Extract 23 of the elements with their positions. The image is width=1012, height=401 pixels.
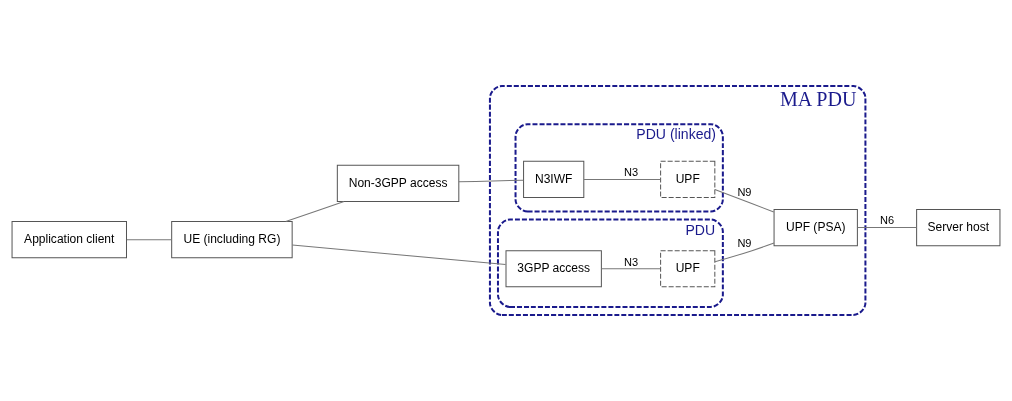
connector xyxy=(285,201,345,223)
edge-label: N3 xyxy=(623,255,639,268)
connector xyxy=(601,268,661,270)
connector xyxy=(583,178,661,180)
connector xyxy=(857,227,917,229)
edge-label: N9 xyxy=(737,186,752,199)
node-box: 3GPP access xyxy=(505,250,602,288)
node-box: Non-3GPP access xyxy=(336,164,460,202)
node-box: UPF xyxy=(660,160,716,198)
node-box: Server host xyxy=(916,209,1001,247)
connector xyxy=(714,242,775,263)
edge-label: N6 xyxy=(879,214,895,227)
node-box: N3IWF xyxy=(523,160,585,198)
edge-label: N3 xyxy=(623,166,639,179)
connector xyxy=(458,179,524,183)
node-box: UE (including RG) xyxy=(171,221,293,259)
connector xyxy=(291,244,507,265)
connector xyxy=(126,239,173,241)
node-box: Application client xyxy=(11,221,127,259)
node-box: UPF (PSA) xyxy=(773,209,858,247)
connector xyxy=(714,188,775,213)
node-box: UPF xyxy=(660,250,716,288)
edge-label: N9 xyxy=(737,237,752,250)
